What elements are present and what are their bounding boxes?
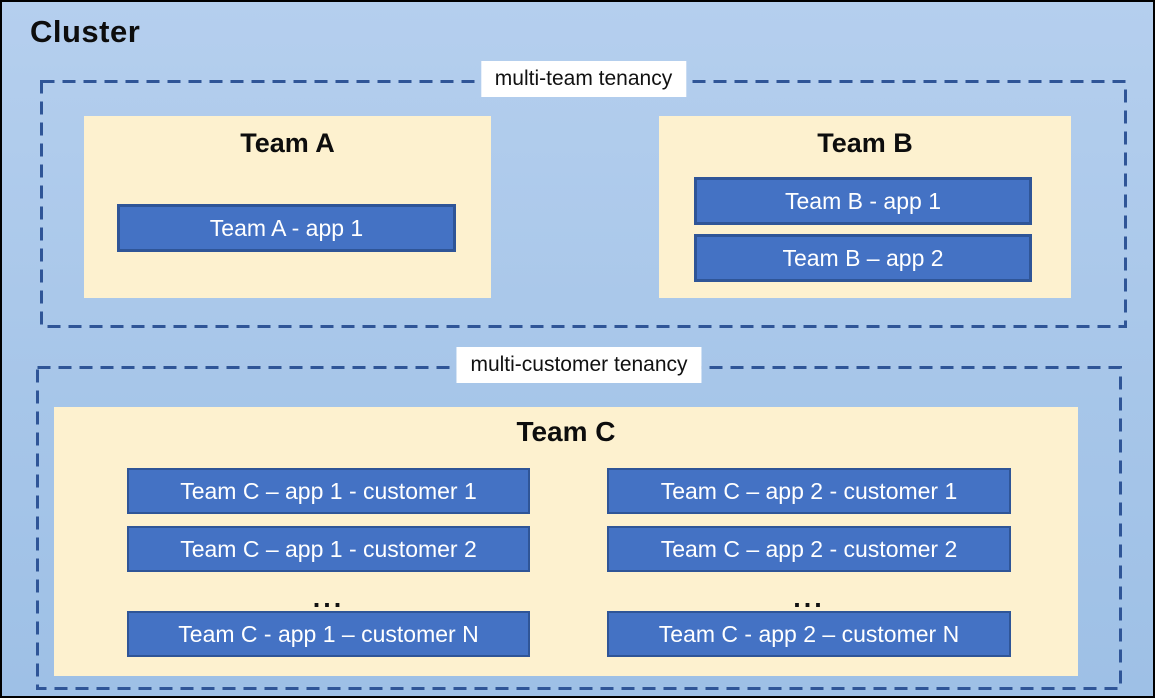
app-box-team-b-app-1: Team B - app 1 [694,177,1032,225]
team-c-panel: Team C Team C – app 1 - customer 1 Team … [54,407,1078,676]
app-box-team-c-app2-customer-1: Team C – app 2 - customer 1 [607,468,1011,514]
app-box-team-a-app-1: Team A - app 1 [117,204,456,252]
team-c-title: Team C [516,416,616,447]
team-c-app1-column: Team C – app 1 - customer 1 Team C – app… [127,468,530,669]
app-box-team-c-app1-customer-1: Team C – app 1 - customer 1 [127,468,530,514]
cluster-title: Cluster [30,14,141,49]
ellipsis-app2-column: ... [793,582,825,613]
team-c-app2-column: Team C – app 2 - customer 1 Team C – app… [607,468,1011,669]
app-box-team-c-app2-customer-n: Team C - app 2 – customer N [607,611,1011,657]
team-a-panel: Team A Team A - app 1 [84,116,491,298]
multi-customer-tenancy-section: multi-customer tenancy Team C Team C – a… [36,347,1122,690]
team-a-title: Team A [240,128,335,158]
multi-customer-tenancy-label: multi-customer tenancy [456,347,702,383]
team-b-panel: Team B Team B - app 1 Team B – app 2 [659,116,1071,298]
app-box-team-b-app-2: Team B – app 2 [694,234,1032,282]
app-box-team-c-app1-customer-n: Team C - app 1 – customer N [127,611,530,657]
app-box-team-c-app1-customer-2: Team C – app 1 - customer 2 [127,526,530,572]
multi-team-tenancy-section: multi-team tenancy Team A Team A - app 1… [40,61,1127,328]
team-b-title: Team B [817,128,913,158]
app-box-team-c-app2-customer-2: Team C – app 2 - customer 2 [607,526,1011,572]
ellipsis-app1-column: ... [312,582,345,613]
multi-team-tenancy-label: multi-team tenancy [480,61,687,97]
